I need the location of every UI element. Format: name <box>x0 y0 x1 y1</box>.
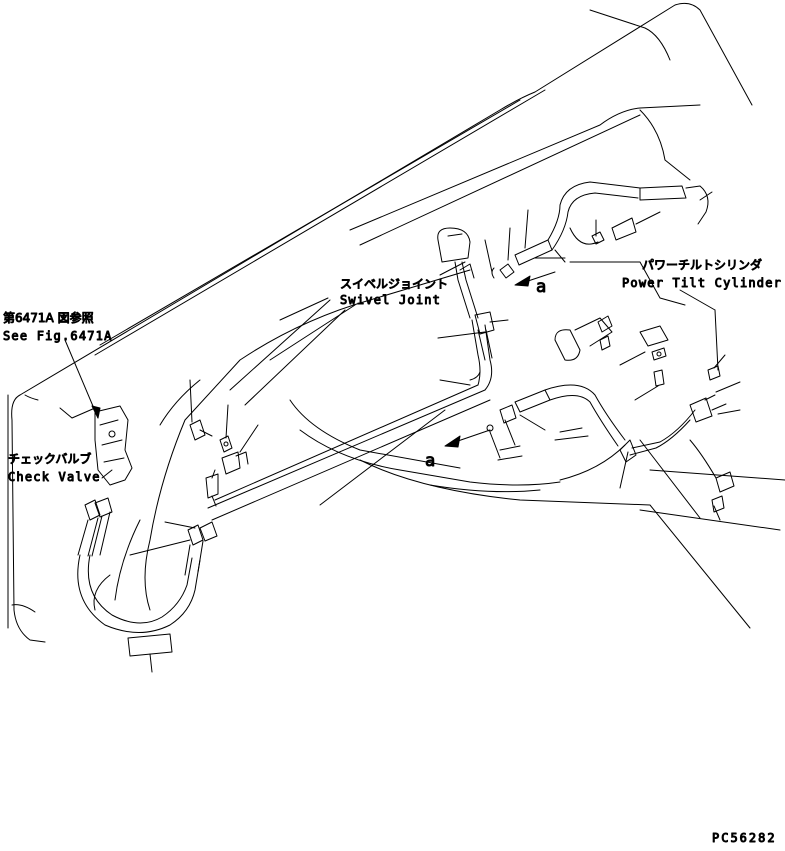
reference-mark-a-upper: a <box>536 277 546 297</box>
check-valve-assembly <box>77 405 218 673</box>
power-tilt-label-en: Power Tilt Cylinder <box>622 276 782 290</box>
reference-arrow-lower <box>444 429 491 448</box>
drawing-code: PC56282 <box>712 831 777 845</box>
machine-body-outline <box>7 2 785 643</box>
reference-mark-a-lower: a <box>425 451 435 471</box>
upper-hose-run <box>514 181 713 266</box>
see-fig-label-jp: 第6471A 図参照 <box>3 310 94 325</box>
lower-hose-run <box>486 384 626 461</box>
see-fig-label-en: See Fig.6471A <box>3 329 113 343</box>
check-valve-label-jp: チェックバルブ <box>8 451 91 466</box>
power-tilt-label-jp: パワーチルトシリンダ <box>642 257 762 272</box>
leader-lines <box>64 209 741 556</box>
swivel-joint <box>437 227 515 361</box>
check-valve-label-en: Check Valve <box>8 470 101 484</box>
power-tilt-cylinder <box>554 249 735 513</box>
swivel-joint-label-en: Swivel Joint <box>340 293 441 307</box>
hydraulic-tubes <box>189 319 493 521</box>
swivel-joint-label-jp: スイベルジョイント <box>340 277 448 291</box>
reference-arrow-upper <box>514 271 556 287</box>
